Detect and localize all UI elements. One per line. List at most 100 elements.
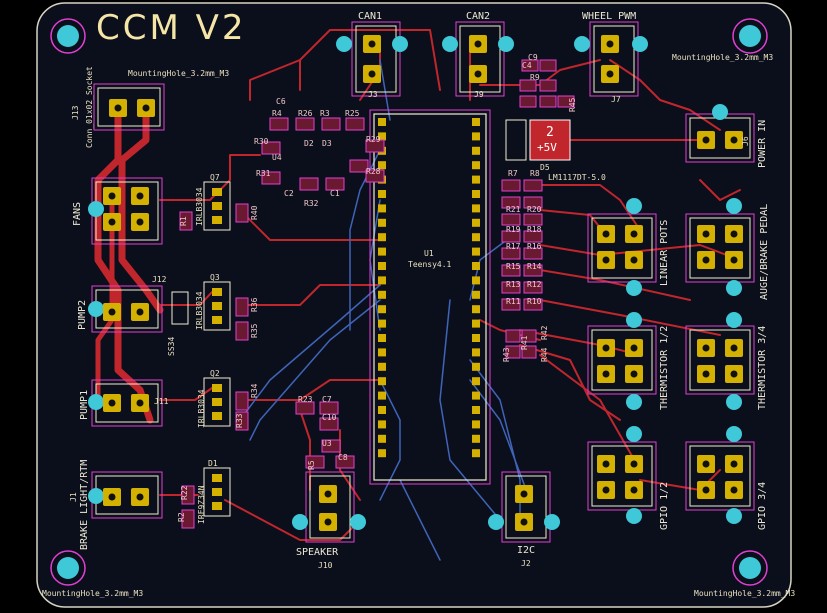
teensy-pin-right-3 bbox=[472, 161, 480, 170]
connector-via-1-0 bbox=[88, 201, 104, 217]
smd-right-6-0 bbox=[501, 281, 521, 294]
smd-sound-2 bbox=[319, 417, 339, 431]
back-trace-10 bbox=[399, 479, 441, 561]
teensy-pin-left-22 bbox=[378, 434, 386, 443]
teensy-pin-left-7 bbox=[378, 218, 386, 227]
smd-top-8 bbox=[349, 159, 369, 173]
connector-via-7-1 bbox=[632, 36, 648, 52]
teensy-pin-left-12 bbox=[378, 290, 386, 299]
teensy-pin-left-15 bbox=[378, 334, 386, 342]
smd-fet-7 bbox=[181, 509, 195, 529]
ref-r20: R20 bbox=[527, 205, 542, 214]
smd-reg-3 bbox=[539, 79, 557, 92]
mounting-hole-label-tl: MountingHole_3.2mm_M3 bbox=[128, 69, 230, 78]
mounting-hole-0 bbox=[57, 25, 79, 47]
teensy-pin-right-5 bbox=[472, 190, 480, 198]
teensy-pin-right-18 bbox=[472, 377, 480, 386]
teensy-pin-left-1 bbox=[378, 132, 386, 141]
connector-drill-2-0 bbox=[108, 308, 116, 316]
connector-body-16 bbox=[505, 475, 547, 539]
connector-body-0 bbox=[97, 87, 161, 127]
connector-courtyard-0 bbox=[93, 83, 165, 131]
smd-r4x-2 bbox=[505, 345, 521, 359]
connector-via-8-0 bbox=[712, 104, 728, 120]
front-trace-4 bbox=[239, 209, 381, 241]
front-trace-1 bbox=[159, 291, 213, 306]
ref-r7: R7 bbox=[508, 169, 518, 178]
j9-ref: J9 bbox=[474, 90, 484, 99]
front-trace-11 bbox=[609, 59, 721, 131]
connector-drill-1-0 bbox=[108, 192, 116, 200]
ref-r25: R25 bbox=[345, 109, 360, 118]
connector-drill-13-3 bbox=[630, 486, 638, 494]
teensy-pin-right-22 bbox=[472, 434, 480, 443]
transistor-pin-3-2 bbox=[212, 502, 222, 510]
connector-drill-12-0 bbox=[702, 344, 710, 352]
connector-via-2-0 bbox=[88, 301, 104, 317]
connector-body-13 bbox=[591, 445, 653, 507]
smd-right-5-1 bbox=[523, 264, 543, 277]
smd-right-1-1 bbox=[523, 196, 543, 209]
mounting-hole-2 bbox=[57, 557, 79, 579]
connector-drill-7-0 bbox=[606, 40, 614, 48]
connector-drill-3-1 bbox=[136, 399, 144, 407]
teensy-pin-right-15 bbox=[472, 334, 480, 342]
transistor-body-3 bbox=[203, 467, 231, 517]
connector-via-9-0 bbox=[626, 198, 642, 214]
d1-part: IRF9Z34N bbox=[197, 485, 206, 524]
back-trace-0 bbox=[239, 284, 381, 421]
connector-drill-16-1 bbox=[520, 518, 528, 526]
teensy-pin-right-4 bbox=[472, 175, 480, 184]
connector-drill-15-1 bbox=[324, 518, 332, 526]
ref-u4: U4 bbox=[272, 153, 282, 162]
ref-r15: R15 bbox=[506, 262, 521, 271]
connector-drill-9-3 bbox=[630, 256, 638, 264]
front-trace-24 bbox=[299, 409, 311, 491]
mounting-hole-1 bbox=[739, 25, 761, 47]
ref-r45: R45 bbox=[568, 97, 577, 112]
smd-fet-6 bbox=[179, 211, 193, 231]
connector-courtyard-12 bbox=[685, 325, 755, 395]
teensy-pin-left-11 bbox=[378, 276, 386, 285]
connector-drill-5-1 bbox=[368, 70, 376, 78]
connector-via-12-0 bbox=[726, 312, 742, 328]
teensy-pin-left-10 bbox=[378, 262, 386, 270]
teensy-pin-right-13 bbox=[472, 305, 480, 314]
q7-part: IRLB3034 bbox=[195, 187, 204, 226]
ref-r14: R14 bbox=[527, 262, 542, 271]
ref-c2: C2 bbox=[284, 189, 294, 198]
teensy-pin-right-23 bbox=[472, 449, 480, 458]
teensy-pin-right-1 bbox=[472, 132, 480, 141]
connector-body-7 bbox=[593, 25, 635, 93]
transistor-body-2 bbox=[203, 377, 231, 427]
front-trace-0 bbox=[159, 154, 261, 201]
front-trace-15 bbox=[539, 244, 741, 261]
smd-right-2-1 bbox=[523, 213, 543, 226]
pump1-label: PUMP1 bbox=[79, 389, 90, 420]
ref-u3: U3 bbox=[322, 439, 332, 448]
connector-courtyard-7 bbox=[589, 21, 639, 97]
teensy-pin-left-18 bbox=[378, 377, 386, 386]
connector-via-7-0 bbox=[574, 36, 590, 52]
connector-courtyard-5 bbox=[351, 21, 401, 97]
j12-ref: J12 bbox=[152, 275, 167, 284]
ref-r23: R23 bbox=[298, 395, 313, 404]
connector-via-5-1 bbox=[392, 36, 408, 52]
smd-right-7-1 bbox=[523, 298, 543, 311]
connector-body-10 bbox=[689, 217, 751, 279]
teensy-pin-left-21 bbox=[378, 420, 386, 429]
connector-via-6-0 bbox=[442, 36, 458, 52]
front-trace-20 bbox=[539, 354, 641, 471]
transistor-pin-3-0 bbox=[212, 474, 222, 482]
teensy-pin-left-8 bbox=[378, 233, 386, 242]
teensy-pin-right-7 bbox=[472, 218, 480, 227]
teensy-pin-left-14 bbox=[378, 319, 386, 328]
smd-reg-6 bbox=[557, 95, 575, 108]
smd-top-1 bbox=[295, 117, 315, 131]
linear-pots-label: LINEAR POTS bbox=[659, 219, 670, 286]
q3-ref: Q3 bbox=[210, 273, 220, 282]
smd-top-0 bbox=[269, 117, 289, 131]
smd-sound-1 bbox=[319, 401, 339, 415]
transistor-pin-1-1 bbox=[212, 302, 222, 310]
transistor-pin-0-2 bbox=[212, 216, 222, 224]
